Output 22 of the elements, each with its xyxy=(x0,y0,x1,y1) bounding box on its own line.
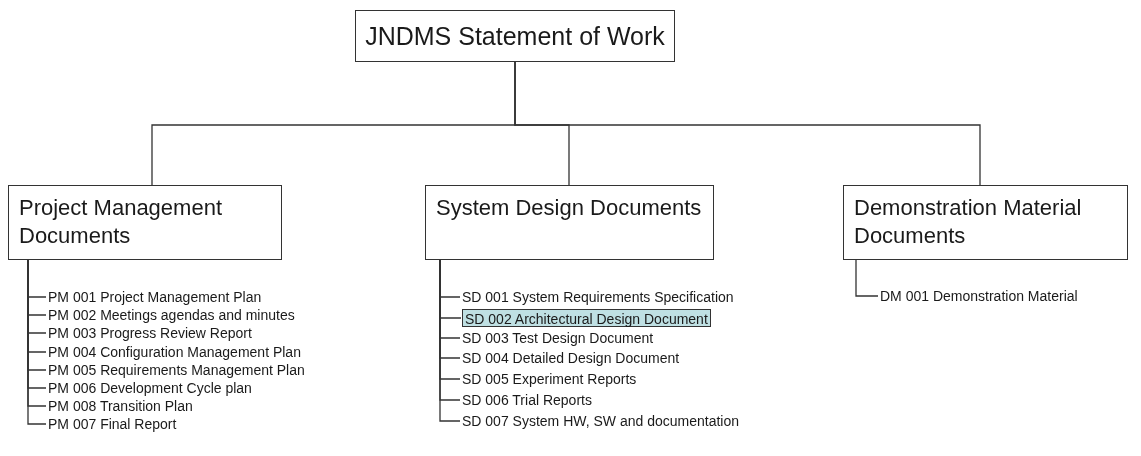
document-item: SD 006 Trial Reports xyxy=(462,391,592,409)
document-item: SD 005 Experiment Reports xyxy=(462,370,637,388)
document-item: SD 004 Detailed Design Document xyxy=(462,349,680,367)
category-box: Demonstration Material Documents xyxy=(843,185,1128,260)
document-item: PM 005 Requirements Management Plan xyxy=(48,361,305,379)
document-item: PM 004 Configuration Management Plan xyxy=(48,343,301,361)
document-item: SD 007 System HW, SW and documentation xyxy=(462,412,739,430)
connector-line xyxy=(514,61,981,186)
document-item: PM 001 Project Management Plan xyxy=(48,288,262,306)
document-item: SD 003 Test Design Document xyxy=(462,329,654,347)
document-item: PM 006 Development Cycle plan xyxy=(48,379,252,397)
document-item: PM 003 Progress Review Report xyxy=(48,324,252,342)
document-item: PM 008 Transition Plan xyxy=(48,397,193,415)
category-box: System Design Documents xyxy=(425,185,714,260)
document-item: SD 001 System Requirements Specification xyxy=(462,288,734,306)
title-box: JNDMS Statement of Work xyxy=(355,10,675,62)
document-item: DM 001 Demonstration Material xyxy=(880,287,1078,305)
highlighted-document-item: SD 002 Architectural Design Document xyxy=(462,309,711,327)
document-item: PM 002 Meetings agendas and minutes xyxy=(48,306,295,324)
category-box: Project Management Documents xyxy=(8,185,282,260)
connector-line xyxy=(855,259,879,297)
document-item: PM 007 Final Report xyxy=(48,415,177,433)
